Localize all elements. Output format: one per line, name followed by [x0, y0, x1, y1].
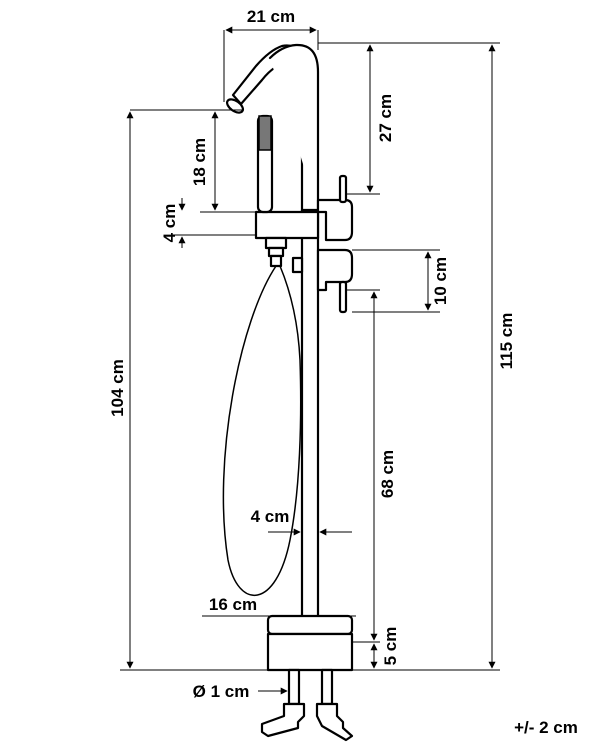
hose-connector-bottom [269, 254, 283, 268]
top-lever [338, 174, 348, 204]
label-base-height: 5 cm [381, 627, 400, 666]
label-column-height: 68 cm [378, 450, 397, 498]
label-column-diameter: 4 cm [251, 507, 290, 526]
spout-outer [268, 43, 320, 214]
supply-fitting-right [315, 702, 354, 742]
mixer-body [254, 210, 320, 240]
column [300, 208, 320, 632]
label-total-height-shower: 104 cm [108, 359, 127, 417]
dimensions [120, 26, 500, 695]
lower-lever [338, 280, 348, 314]
labels: 21 cm 27 cm 18 cm 4 cm 10 cm 104 cm 68 c… [108, 7, 578, 737]
base [266, 632, 354, 672]
label-shower-height: 18 cm [190, 138, 209, 186]
label-spout-width: 21 cm [247, 7, 295, 26]
faucet-body [222, 43, 354, 742]
label-pipe-diameter: Ø 1 cm [193, 682, 250, 701]
top-handle [316, 198, 354, 242]
diverter-knob [291, 256, 304, 274]
shower-head [258, 115, 272, 151]
base-cap [266, 614, 354, 636]
shower-hose [222, 265, 302, 597]
label-base-width: 16 cm [209, 595, 257, 614]
hose-connector-mid [267, 246, 285, 258]
label-handle-gap: 4 cm [160, 204, 179, 243]
hose-connector-top [264, 236, 288, 250]
label-spout-height: 27 cm [376, 94, 395, 142]
label-lever-height: 10 cm [431, 257, 450, 305]
label-total-height: 115 cm [497, 313, 516, 370]
supply-fitting-left [260, 702, 306, 738]
supply-pipe-left [287, 668, 301, 706]
label-tolerance: +/- 2 cm [514, 718, 578, 737]
supply-pipe-right [320, 668, 334, 706]
